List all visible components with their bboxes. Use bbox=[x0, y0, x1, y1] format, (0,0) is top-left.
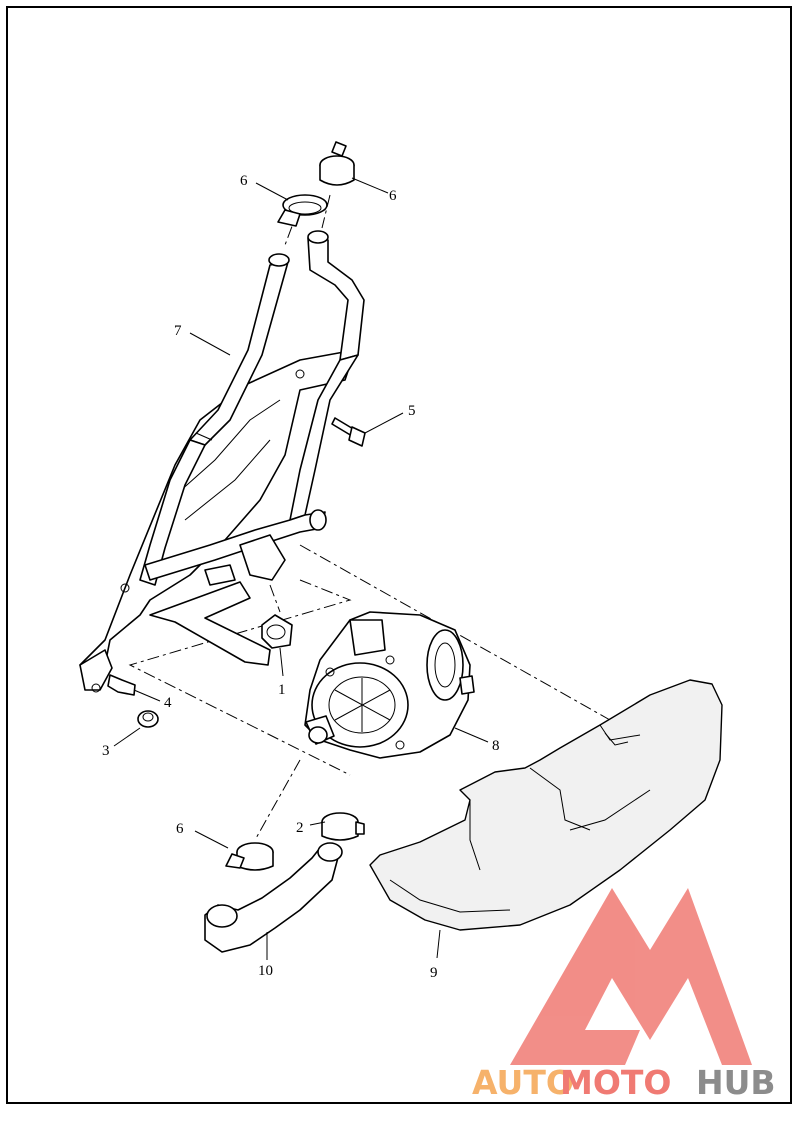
nut-3 bbox=[137, 710, 159, 728]
watermark-logo bbox=[510, 888, 752, 1065]
water-pump bbox=[304, 611, 475, 759]
callout-5: 5 bbox=[408, 403, 416, 419]
hose-clamp-top-left bbox=[277, 194, 328, 227]
leader-lines bbox=[113, 177, 489, 960]
callout-6-lower: 6 bbox=[176, 821, 184, 837]
heat-shield-cover bbox=[369, 679, 723, 931]
hose-clamp-2 bbox=[321, 812, 365, 841]
diagram-frame bbox=[6, 6, 792, 1104]
coolant-hose-10 bbox=[204, 842, 343, 953]
coolant-tube-assembly bbox=[79, 230, 365, 693]
hose-clamp-lower-left bbox=[225, 842, 274, 871]
callout-1: 1 bbox=[278, 682, 286, 698]
bolt-4 bbox=[107, 674, 136, 696]
watermark-moto: MOTO bbox=[560, 1063, 671, 1102]
callout-6-top-right: 6 bbox=[389, 188, 397, 204]
callout-labels: 1 2 3 4 5 6 6 6 7 8 9 10 bbox=[102, 173, 500, 981]
clamp-1 bbox=[261, 614, 293, 649]
callout-4: 4 bbox=[164, 695, 172, 711]
watermark-text: AUTO MOTO HUB bbox=[472, 1063, 776, 1102]
hose-clamp-top-right bbox=[319, 141, 355, 186]
watermark-hub: HUB bbox=[696, 1063, 776, 1102]
callout-2: 2 bbox=[296, 820, 304, 836]
callout-9: 9 bbox=[430, 965, 438, 981]
callout-6-top-left: 6 bbox=[240, 173, 248, 189]
callout-3: 3 bbox=[102, 743, 110, 759]
callout-10: 10 bbox=[258, 963, 273, 979]
bolt-5 bbox=[331, 417, 366, 447]
callout-8: 8 bbox=[492, 738, 500, 754]
watermark-auto: AUTO bbox=[472, 1063, 574, 1102]
callout-7: 7 bbox=[174, 323, 182, 339]
